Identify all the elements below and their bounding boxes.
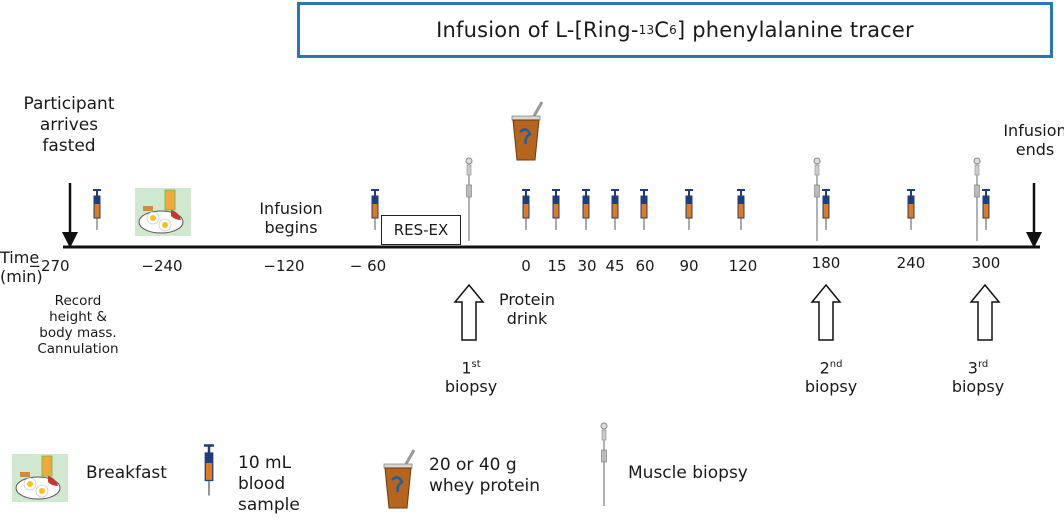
blood-sample-syringe-icon (684, 188, 694, 231)
blood-sample-syringe-icon (370, 188, 380, 231)
legend-breakfast-icon (11, 453, 69, 503)
blood-sample-syringe-icon (736, 188, 746, 231)
second-biopsy-arrow-icon (810, 283, 842, 341)
tracer-prefix: Infusion of L-[Ring- (436, 18, 639, 42)
tick-label: 0 (521, 257, 531, 275)
tick-label: 15 (547, 257, 567, 275)
tick-label: 180 (811, 254, 841, 272)
tick-label: − 60 (349, 257, 387, 275)
tick-label: 90 (679, 257, 699, 275)
blood-sample-syringe-icon (581, 188, 591, 231)
legend-muscle-biopsy-label: Muscle biopsy (628, 463, 748, 483)
tick-label: 120 (728, 257, 758, 275)
third-biopsy-arrow-icon (969, 283, 1001, 341)
breakfast-icon (134, 187, 192, 237)
legend-whey-cup-icon (382, 448, 416, 510)
tick-label: 45 (605, 257, 625, 275)
legend-syringe-icon (203, 443, 215, 497)
tick-label: 300 (971, 254, 1001, 272)
blood-sample-syringe-icon (639, 188, 649, 231)
blood-sample-syringe-icon (92, 188, 102, 231)
legend-biopsy-needle-icon (600, 422, 608, 507)
tracer-count: 6 (669, 23, 677, 37)
resistance-exercise-box: RES-EX (381, 215, 461, 245)
tick-label: 60 (635, 257, 655, 275)
blood-sample-syringe-icon (981, 188, 991, 231)
muscle-biopsy-needle-icon (813, 157, 821, 242)
legend-breakfast-label: Breakfast (86, 463, 167, 483)
blood-sample-syringe-icon (821, 188, 831, 231)
tracer-element: C (654, 18, 670, 42)
protein-drink-cup-icon (510, 100, 544, 162)
muscle-biopsy-needle-icon (973, 157, 981, 242)
blood-sample-syringe-icon (610, 188, 620, 231)
tracer-suffix: ] phenylalanine tracer (677, 18, 914, 42)
tick-label: −240 (141, 257, 183, 275)
blood-sample-syringe-icon (521, 188, 531, 231)
time-axis-label: Time(min) (0, 248, 43, 286)
blood-sample-syringe-icon (551, 188, 561, 231)
tick-label: −120 (263, 257, 305, 275)
tick-label: 240 (896, 254, 926, 272)
tick-label: −270 (28, 257, 70, 275)
first-biopsy-arrow-icon (453, 283, 485, 341)
muscle-biopsy-needle-icon (465, 157, 473, 242)
blood-sample-syringe-icon (906, 188, 916, 231)
tick-label: 30 (577, 257, 597, 275)
tracer-isotope-mass: 13 (638, 23, 655, 37)
